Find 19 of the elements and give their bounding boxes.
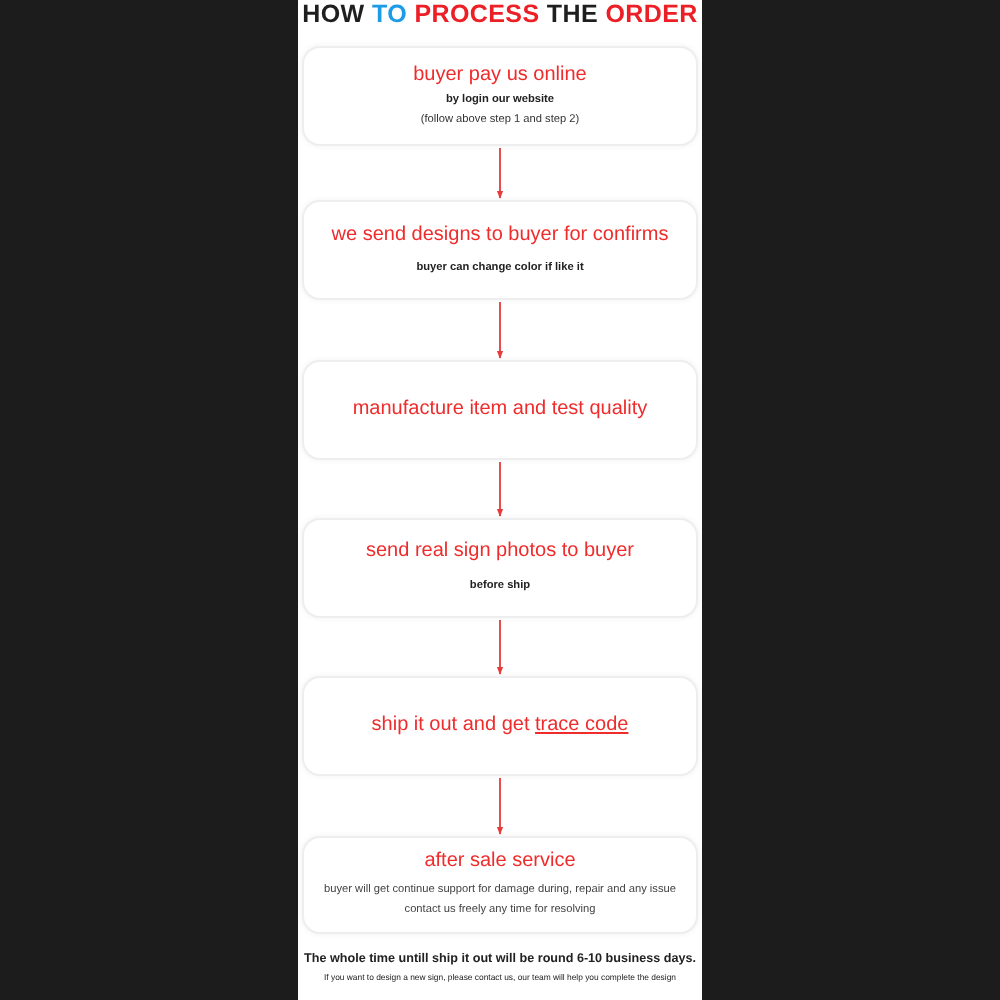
- arrow: [496, 777, 504, 835]
- step-heading: manufacture item and test quality: [352, 398, 648, 422]
- step-heading: after sale service: [424, 850, 576, 874]
- step-box: [302, 46, 698, 146]
- arrow: [496, 619, 504, 675]
- step-box: [302, 518, 698, 618]
- step-heading: send real sign photos to buyer: [366, 540, 634, 565]
- step-heading: we send designs to buyer for confirms: [331, 223, 669, 248]
- title: HOW TO PROCESS THE ORDER: [300, 0, 700, 28]
- arrow: [496, 147, 504, 199]
- step-box: [302, 836, 698, 934]
- step-heading: ship it out and get trace code: [371, 714, 629, 738]
- arrow: [496, 301, 504, 359]
- step-box: [302, 360, 698, 460]
- step-box: [302, 200, 698, 300]
- arrow: [496, 461, 504, 517]
- step-heading: buyer pay us online: [413, 64, 587, 88]
- step-box: [302, 676, 698, 776]
- trace-code-link: trace code: [535, 714, 629, 736]
